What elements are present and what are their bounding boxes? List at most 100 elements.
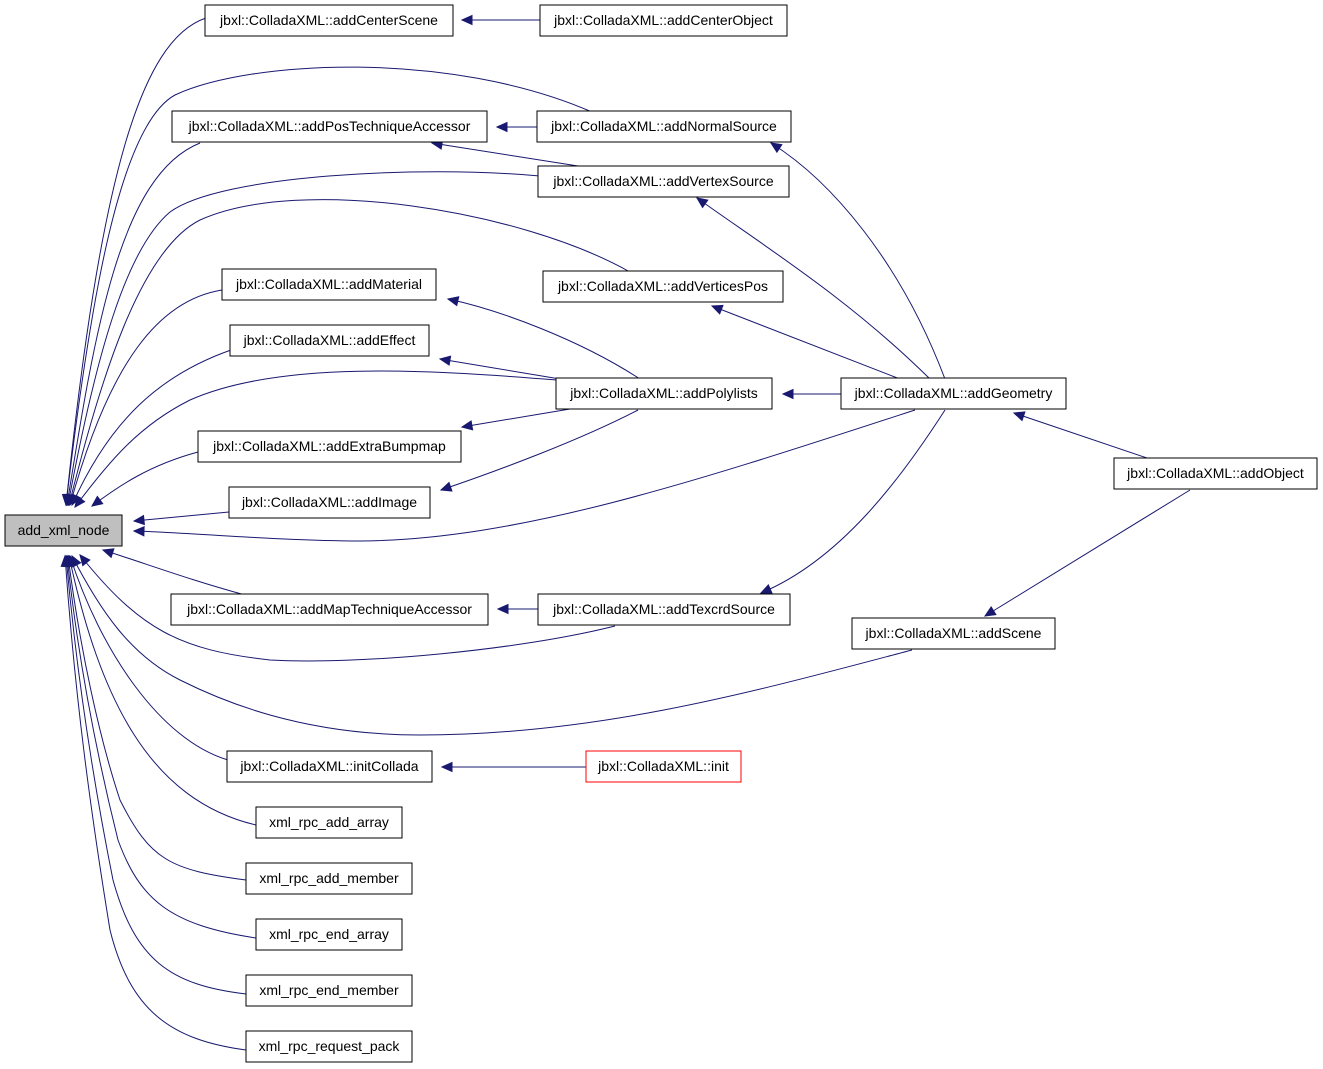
arrowhead-icon	[769, 142, 783, 154]
edge-line	[66, 555, 257, 939]
node-add-vertices-pos[interactable]: jbxl::ColladaXML::addVerticesPos	[542, 270, 784, 303]
node-xml-rpc-end-member[interactable]: xml_rpc_end_member	[245, 974, 413, 1007]
arrowhead-icon	[74, 495, 86, 508]
edge-line	[440, 409, 639, 491]
arrowhead-icon	[79, 554, 91, 567]
svg-text:jbxl::ColladaXML::addImage: jbxl::ColladaXML::addImage	[241, 494, 417, 510]
svg-text:xml_rpc_end_array: xml_rpc_end_array	[269, 926, 389, 942]
arrowhead-icon	[446, 296, 460, 307]
edge-addPolylists-to-addMaterial	[446, 296, 641, 380]
svg-text:jbxl::ColladaXML::init: jbxl::ColladaXML::init	[597, 758, 729, 774]
svg-text:xml_rpc_end_member: xml_rpc_end_member	[259, 982, 399, 998]
node-add-center-scene[interactable]: jbxl::ColladaXML::addCenterScene	[204, 4, 454, 37]
node-add-map-technique-accessor[interactable]: jbxl::ColladaXML::addMapTechniqueAccesso…	[170, 593, 489, 626]
edge-line	[461, 408, 571, 428]
arrowhead-icon	[460, 14, 473, 26]
edge-line	[65, 66, 593, 506]
node-xml-rpc-add-member[interactable]: xml_rpc_add_member	[245, 862, 413, 895]
edge-xml_rpc_request_pack-to-add_xml_node	[60, 554, 247, 1051]
edge-line	[68, 555, 257, 826]
edge-line	[1013, 412, 1151, 460]
edge-initCollada-to-add_xml_node	[68, 554, 229, 761]
edge-line	[68, 199, 631, 506]
edge-line	[65, 17, 207, 506]
edge-line	[64, 555, 247, 1051]
svg-text:jbxl::ColladaXML::addScene: jbxl::ColladaXML::addScene	[865, 625, 1042, 641]
arrowhead-icon	[132, 514, 145, 526]
edge-addScene-to-add_xml_node	[71, 554, 913, 736]
node-add-pos-technique-accessor[interactable]: jbxl::ColladaXML::addPosTechniqueAccesso…	[171, 110, 488, 143]
edge-addPolylists-to-addImage	[439, 409, 639, 492]
edge-line	[69, 555, 229, 761]
edge-line	[67, 171, 541, 506]
node-add-texcrd-source[interactable]: jbxl::ColladaXML::addTexcrdSource	[537, 593, 791, 626]
node-add-xml-node[interactable]: add_xml_node	[4, 514, 123, 547]
node-add-object[interactable]: jbxl::ColladaXML::addObject	[1113, 457, 1318, 490]
arrowhead-icon	[439, 481, 453, 492]
edge-addMapTechniqueAccessor-to-add_xml_node	[101, 548, 246, 596]
edge-addGeometry-to-add_xml_node	[132, 409, 916, 542]
edge-line	[431, 142, 579, 167]
node-xml-rpc-request-pack[interactable]: xml_rpc_request_pack	[245, 1030, 413, 1063]
edge-addTexcrdSource-to-add_xml_node	[79, 554, 616, 662]
arrowhead-icon	[460, 420, 474, 431]
edge-line	[66, 142, 201, 506]
edge-addGeometry-to-addPolylists	[781, 388, 841, 400]
node-add-image[interactable]: jbxl::ColladaXML::addImage	[228, 486, 431, 519]
edge-line	[91, 451, 199, 507]
edge-addTexcrdSource-to-addMapTechniqueAccessor	[496, 603, 538, 615]
edge-line	[71, 349, 232, 506]
svg-text:jbxl::ColladaXML::addObject: jbxl::ColladaXML::addObject	[1126, 465, 1304, 481]
edge-addVertexSource-to-addPosTechniqueAccessor	[430, 139, 579, 167]
nodes-layer: add_xml_node jbxl::ColladaXML::addCenter…	[4, 4, 1318, 1063]
edge-line	[696, 197, 931, 380]
edge-addGeometry-to-addTexcrdSource	[759, 409, 946, 594]
edge-line	[984, 489, 1191, 617]
edge-addGeometry-to-addNormalSource	[769, 142, 946, 380]
edge-line	[770, 142, 946, 380]
node-add-scene[interactable]: jbxl::ColladaXML::addScene	[851, 617, 1056, 650]
node-add-center-object[interactable]: jbxl::ColladaXML::addCenterObject	[539, 4, 788, 37]
node-add-material[interactable]: jbxl::ColladaXML::addMaterial	[221, 268, 437, 301]
edge-addNormalSource-to-addPosTechniqueAccessor	[495, 121, 537, 133]
svg-text:jbxl::ColladaXML::addEffect: jbxl::ColladaXML::addEffect	[243, 332, 416, 348]
arrowhead-icon	[983, 606, 997, 617]
edge-addCenterObject-to-addCenterScene	[460, 14, 540, 26]
edge-line	[447, 298, 641, 380]
node-init[interactable]: jbxl::ColladaXML::init	[585, 750, 742, 783]
svg-text:jbxl::ColladaXML::addExtraBump: jbxl::ColladaXML::addExtraBumpmap	[212, 438, 446, 454]
arrowhead-icon	[710, 304, 724, 315]
node-xml-rpc-end-array[interactable]: xml_rpc_end_array	[255, 918, 403, 951]
node-add-vertex-source[interactable]: jbxl::ColladaXML::addVertexSource	[537, 165, 790, 198]
edge-line	[69, 289, 223, 506]
edge-addGeometry-to-addVertexSource	[696, 197, 931, 380]
node-add-polylists[interactable]: jbxl::ColladaXML::addPolylists	[555, 377, 773, 410]
node-add-extra-bumpmap[interactable]: jbxl::ColladaXML::addExtraBumpmap	[197, 430, 462, 463]
edge-init-to-initCollada	[440, 761, 586, 773]
arrowhead-icon	[91, 495, 104, 507]
node-xml-rpc-add-array[interactable]: xml_rpc_add_array	[255, 806, 403, 839]
node-add-geometry[interactable]: jbxl::ColladaXML::addGeometry	[840, 377, 1067, 410]
arrowhead-icon	[496, 603, 509, 615]
edge-addGeometry-to-addVerticesPos	[710, 304, 901, 380]
edge-line	[102, 549, 246, 596]
svg-text:xml_rpc_add_array: xml_rpc_add_array	[269, 814, 389, 830]
arrowhead-icon	[101, 548, 115, 559]
edge-line	[439, 358, 561, 380]
edges-layer	[60, 14, 1191, 1051]
svg-text:jbxl::ColladaXML::addMaterial: jbxl::ColladaXML::addMaterial	[235, 276, 422, 292]
svg-text:jbxl::ColladaXML::initCollada: jbxl::ColladaXML::initCollada	[239, 758, 418, 774]
edge-line	[79, 554, 616, 662]
edge-addObject-to-addGeometry	[1012, 411, 1151, 460]
node-init-collada[interactable]: jbxl::ColladaXML::initCollada	[226, 750, 433, 783]
edge-line	[711, 305, 901, 380]
arrowhead-icon	[759, 583, 773, 594]
node-add-normal-source[interactable]: jbxl::ColladaXML::addNormalSource	[536, 110, 792, 143]
arrowhead-icon	[1012, 411, 1026, 422]
edge-addPosTechniqueAccessor-to-add_xml_node	[63, 142, 201, 507]
node-add-effect[interactable]: jbxl::ColladaXML::addEffect	[229, 324, 430, 357]
svg-text:xml_rpc_request_pack: xml_rpc_request_pack	[259, 1038, 401, 1054]
edge-addImage-to-add_xml_node	[132, 511, 230, 526]
edge-line	[760, 409, 946, 594]
